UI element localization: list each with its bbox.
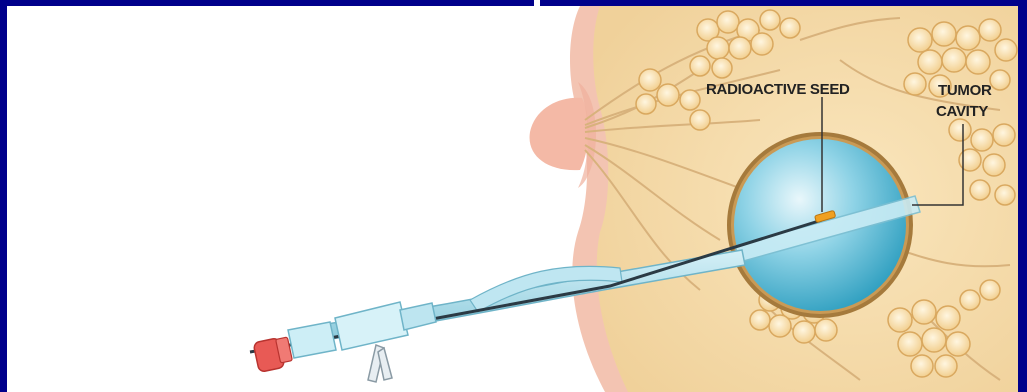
red-end-cap <box>253 337 292 372</box>
frame-top-bar-left <box>0 0 534 6</box>
label-tumor-cavity-line2: CAVITY <box>936 103 988 120</box>
side-port <box>368 345 392 382</box>
frame-right-bar <box>1018 0 1027 392</box>
nipple <box>530 98 589 170</box>
frame-left-bar <box>0 0 7 392</box>
label-tumor-cavity-line1: TUMOR <box>938 82 992 99</box>
label-radioactive-seed: RADIOACTIVE SEED <box>706 81 850 98</box>
frame-top-bar-right <box>540 0 1027 6</box>
catheter-hub <box>288 302 436 358</box>
